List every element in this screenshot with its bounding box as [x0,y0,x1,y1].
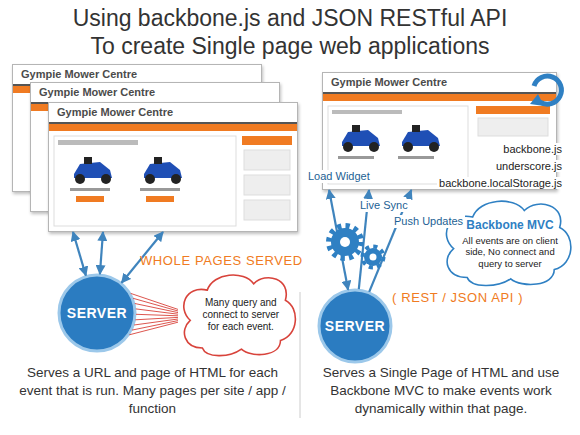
callout-cloud: Backbone MVC All events are on client sid… [440,196,576,288]
site-name: Gympie Mower Centre [39,86,155,99]
divider-line [300,292,301,418]
circle-text-box: SERVER [317,288,393,364]
query-line [136,309,178,314]
query-line [135,304,178,313]
query-line [131,293,178,309]
data-flow-arrow [329,190,348,290]
cloud-shape [440,196,576,288]
circle-shape [317,288,393,364]
arrow-label: Live Sync [358,199,410,212]
library-name: backbone.localStorage.js [437,177,564,189]
query-line [134,319,178,325]
web-page-screenshot: Gympie Mower Centre [48,102,298,232]
library-name: underscore.js [494,160,564,172]
section-label: WHOLE PAGES SERVED [140,253,303,268]
diagram-title: Using backbone.js and JSON RESTful API T… [10,4,570,60]
arrow-label: Push Updates [392,215,465,228]
cloud-outline [446,201,570,285]
data-flow-arrow [73,232,86,276]
callout-cloud: Many query and connect to server for eac… [178,270,300,358]
cloud-shape [178,270,300,358]
web-page-screenshot: Gympie Mower Centre [12,64,262,192]
query-lines-bundle [129,293,178,334]
query-line [135,317,178,319]
circle-outline [59,275,135,351]
gear-icon [329,226,384,268]
server-circle: SERVER [317,288,393,364]
left-page-content [54,136,292,226]
circle-outline [319,290,391,362]
library-name: backbone.js [501,143,564,155]
callout-text: Many query and connect to server for eac… [198,297,285,334]
web-page-screenshot: Gympie Mower Centre [30,82,280,212]
site-name: Gympie Mower Centre [21,68,137,81]
cloud-text-box: Backbone MVC All events are on client sid… [462,208,559,279]
circle-text-box: SERVER [57,273,137,353]
query-line [129,322,178,335]
data-flow-arrow [100,232,103,274]
circle-shape [57,273,137,353]
arrow-label: Load Widget [306,170,372,183]
callout-text: All events are on client side, No connec… [462,235,559,270]
site-name: Gympie Mower Centre [331,76,447,89]
query-line [136,314,178,316]
callout-heading: Backbone MVC [466,218,553,233]
api-label: ( REST / JSON API ) [392,290,523,305]
server-label: SERVER [325,318,385,334]
cloud-outline [184,275,296,356]
caption-text: Serves a Single Page of HTML and use Bac… [310,364,572,417]
cloud-text-box: Many query and connect to server for eac… [198,281,285,349]
server-label: SERVER [67,305,127,321]
site-name: Gympie Mower Centre [57,106,173,119]
query-line [133,298,178,311]
caption-text: Serves a URL and page of HTML for each e… [15,364,290,417]
server-circle: SERVER [57,273,137,353]
query-line [132,321,178,331]
refresh-arrow [530,76,561,106]
